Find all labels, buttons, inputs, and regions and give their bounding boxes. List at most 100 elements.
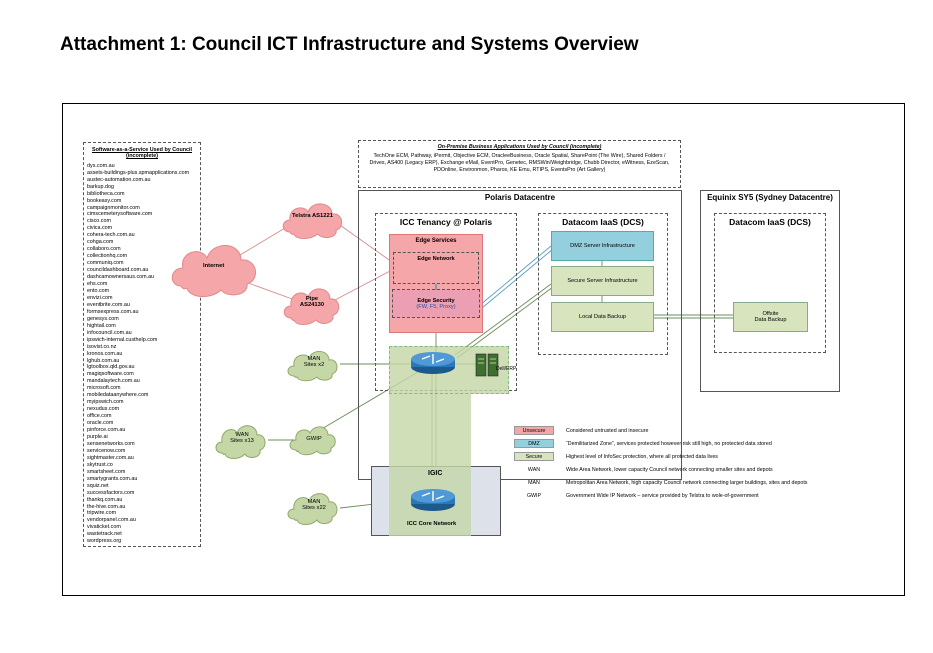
saas-item: councildashboard.com.au: [87, 267, 149, 274]
edge-network-box: Edge Network: [393, 252, 479, 284]
dmz-server-box: DMZ Server Infrastructure: [551, 231, 654, 261]
saas-item: magiqsoftware.com: [87, 371, 134, 378]
secure-zone-stem: [389, 394, 471, 466]
saas-item: squiz.net: [87, 482, 109, 489]
saas-item: office.com: [87, 413, 112, 420]
saas-item: lghub.com.au: [87, 357, 120, 364]
man2-cloud-icon: [287, 493, 338, 525]
edge-network-label: Edge Network: [417, 256, 455, 262]
link-router-secure: [454, 283, 552, 356]
offsite-backup-l2: Data Backup: [754, 317, 787, 323]
saas-item: microsoft.com: [87, 385, 121, 392]
datacom-equinix-title: Datacom IaaS (DCS): [729, 217, 811, 227]
saas-item: civica.com: [87, 225, 113, 232]
man1-label: MAN Sites x2: [297, 356, 331, 368]
saas-item: austec-automation.com.au: [87, 176, 151, 183]
legend-desc: Metropolitan Area Network, high capacity…: [566, 479, 808, 486]
gwip-label: GWIP: [306, 436, 322, 442]
telstra-cloud-icon: [282, 203, 343, 239]
dmz-server-label: DMZ Server Infrastructure: [570, 243, 635, 249]
saas-item: campaignmonitor.com: [87, 204, 140, 211]
legend-desc: Highest level of InfoSec protection, whe…: [566, 453, 718, 460]
saas-item: pinforce.com.au: [87, 427, 126, 434]
saas-item: ipswich-internal.custhelp.com: [87, 336, 158, 343]
core-router-icon: [411, 489, 455, 511]
gwip-cloud-icon: [289, 426, 336, 456]
server-label: Dell/ERP: [496, 366, 517, 372]
wan-label-l2: Sites x13: [230, 438, 254, 444]
saas-item: eventbrite.com.au: [87, 301, 130, 308]
saas-item: smartygrants.com.au: [87, 475, 138, 482]
saas-item: isovist.co.nz: [87, 343, 117, 350]
saas-item: nexudus.com: [87, 406, 120, 413]
saas-item: vendorpanel.com.au: [87, 517, 136, 524]
saas-item: mandalaytech.com.au: [87, 378, 140, 385]
datacom-polaris-title: Datacom IaaS (DCS): [562, 217, 644, 227]
saas-item: thankq.com.au: [87, 496, 123, 503]
server-icon: [475, 353, 499, 377]
equinix-title: Equinix SY5 (Sydney Datacentre): [707, 193, 833, 202]
man2-label-l1: MAN: [307, 499, 321, 505]
man2-label: MAN Sites x22: [297, 499, 331, 511]
saas-item: kronos.com.au: [87, 350, 123, 357]
legend-desc: “Demilitarized Zone”, services protected…: [566, 440, 772, 447]
saas-item: successfactors.com: [87, 489, 135, 496]
onprem-header: On-Premise Business Applications Used by…: [437, 144, 602, 150]
saas-item: bibliotheca.com: [87, 190, 125, 197]
saas-item: sightmaster.com.au: [87, 454, 134, 461]
saas-item: ento.com: [87, 287, 110, 294]
legend-abbr: MAN: [528, 479, 540, 486]
saas-item: formsexpress.com.au: [87, 308, 139, 315]
pipe-label: Pipe AS24130: [297, 296, 327, 308]
legend-chip: Unsecure: [514, 426, 554, 435]
man1-label-l1: MAN: [307, 356, 321, 362]
saas-item: myipswich.com: [87, 399, 124, 406]
saas-item: sensenetworks.com: [87, 440, 135, 447]
secure-server-box: Secure Server Infrastructure: [551, 266, 654, 296]
pipe-label-l1: Pipe: [305, 296, 319, 302]
saas-item: genesys.com: [87, 315, 119, 322]
edge-services-title: Edge Services: [415, 238, 457, 244]
wan-label: WAN Sites x13: [225, 432, 259, 444]
polaris-title: Polaris Datacentre: [484, 193, 556, 202]
icc-core-label: ICC Core Network: [407, 521, 457, 527]
saas-item: barkup.dog: [87, 183, 114, 190]
saas-item: oracle.com: [87, 420, 114, 427]
saas-item: infocouncil.com.au: [87, 329, 132, 336]
saas-item: tripwire.com: [87, 510, 117, 517]
datacom-polaris-box: Datacom IaaS (DCS): [538, 213, 668, 355]
saas-item: hightail.com: [87, 322, 116, 329]
saas-header: Software-as-a-Service Used by Council (i…: [91, 147, 193, 160]
saas-item: assets-buildings-plus.spmapplications.co…: [87, 169, 190, 176]
edge-security-box: Edge Security (FW, F5, Proxy): [392, 289, 480, 318]
router-icon: [411, 352, 455, 374]
page-title: Attachment 1: Council ICT Infrastructure…: [60, 34, 639, 55]
legend-row: MAN Metropolitan Area Network, high capac…: [514, 476, 894, 489]
saas-list-box: Software-as-a-Service Used by Council (i…: [83, 142, 201, 547]
diagram-frame: [62, 103, 905, 596]
edge-security-sub: (FW, F5, Proxy): [416, 303, 456, 310]
offsite-backup-box: Offsite Data Backup: [733, 302, 808, 332]
onprem-list: TechOne ECM, Pathway, iPermit, Objective…: [369, 153, 670, 173]
saas-item: wastetrack.net: [87, 531, 122, 538]
equinix-datacentre: Equinix SY5 (Sydney Datacentre): [700, 190, 840, 392]
saas-item: collectionhq.com: [87, 253, 128, 260]
secure-server-label: Secure Server Infrastructure: [567, 278, 638, 284]
polaris-datacentre: Polaris Datacentre: [358, 190, 682, 480]
legend-abbr: GWIP: [526, 492, 542, 499]
saas-item: dashcamownersaus.com.au: [87, 274, 155, 281]
saas-item: mobiledataanywhere.com: [87, 392, 149, 399]
link-pipe-edge: [334, 269, 393, 301]
offsite-backup-l1: Offsite: [762, 311, 779, 317]
wan-cloud-icon: [215, 425, 266, 459]
legend-chip: DMZ: [514, 439, 554, 448]
telstra-label: Telstra AS1221: [292, 213, 333, 219]
icc-tenancy-title: ICC Tenancy @ Polaris: [399, 217, 493, 227]
legend-desc: Government Wide IP Network – service pro…: [566, 492, 759, 499]
pipe-cloud-icon: [283, 288, 340, 325]
saas-item: envizi.com: [87, 294, 113, 301]
datacom-equinix-box: Datacom IaaS (DCS): [714, 213, 826, 353]
